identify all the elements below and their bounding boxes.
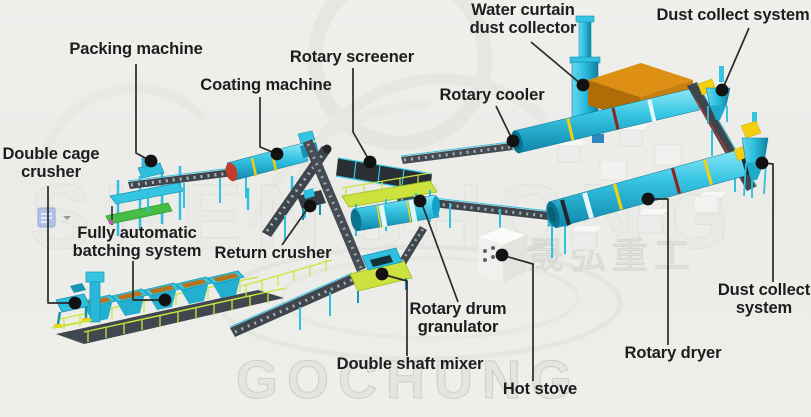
dust-collector-cyclone-bottom bbox=[733, 112, 769, 198]
brand-watermark-cjk: 晟弘重工 bbox=[528, 235, 696, 276]
gear-watermark bbox=[35, 0, 549, 232]
walkway-to-mixer-fence bbox=[241, 259, 333, 296]
brand-watermark-bottom: GOCHUNG bbox=[236, 350, 581, 410]
hot-stove-box bbox=[477, 226, 549, 283]
paste-options-icon[interactable] bbox=[37, 207, 56, 228]
granulator-feed-conveyor bbox=[398, 226, 427, 266]
dryer-pedestals bbox=[571, 144, 726, 251]
text-cursor-artifact bbox=[109, 206, 113, 225]
rotary-screener-assembly bbox=[335, 157, 438, 236]
cooler-pedestals bbox=[557, 124, 648, 163]
annotation-dots bbox=[68, 78, 769, 310]
dropdown-caret-icon[interactable] bbox=[63, 216, 71, 220]
batching-front-railing bbox=[83, 287, 287, 342]
packing-to-coating-conveyor bbox=[127, 164, 258, 212]
dust-collector-cyclone-top bbox=[697, 66, 731, 124]
batching-to-mixer-conveyor bbox=[229, 272, 357, 337]
return-conveyor bbox=[303, 139, 366, 272]
cooler-feed-conveyor bbox=[400, 141, 513, 164]
